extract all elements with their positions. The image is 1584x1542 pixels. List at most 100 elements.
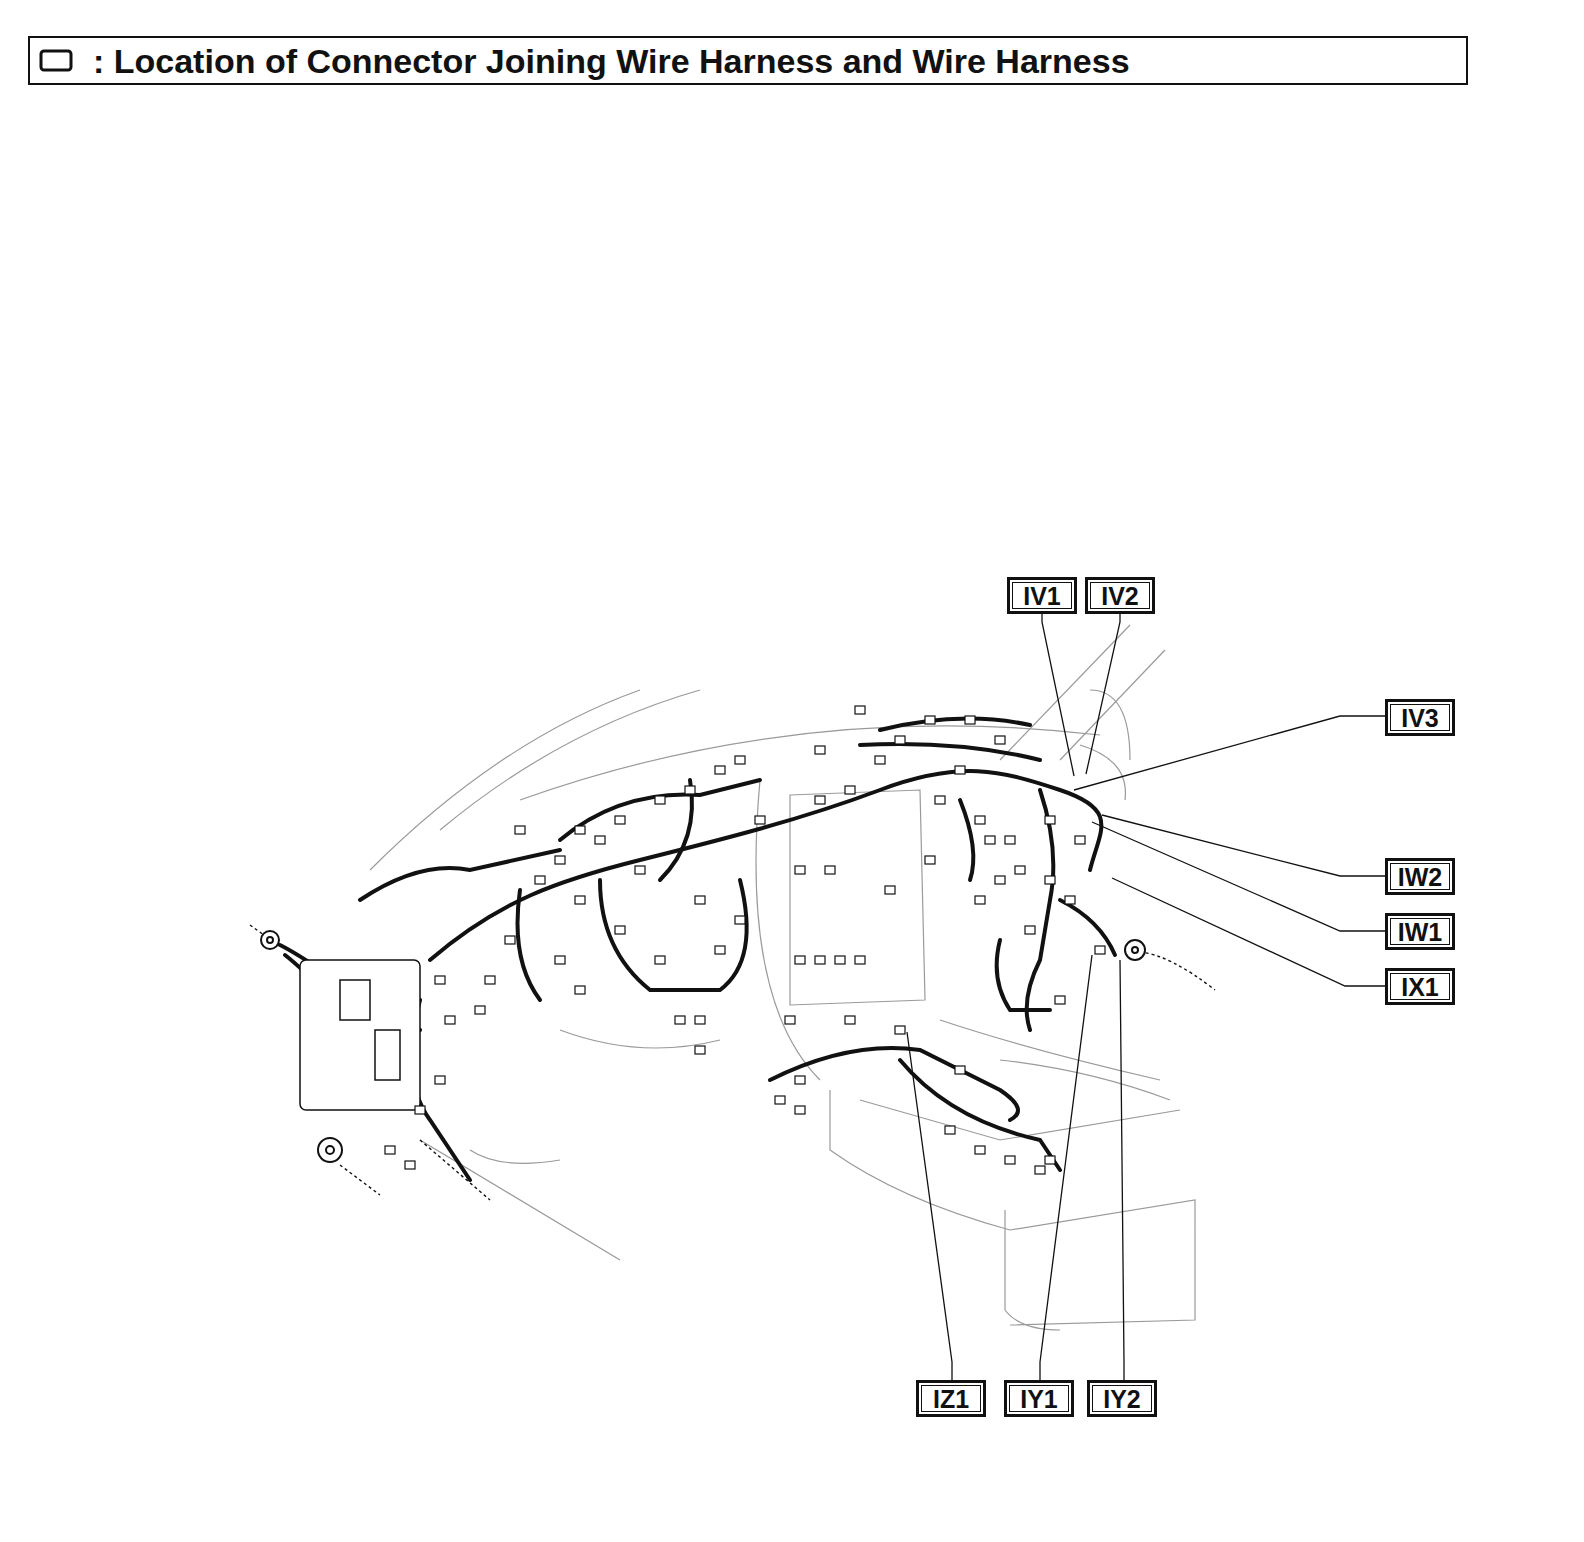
- callout-code: IX1: [1401, 973, 1439, 1001]
- fuse-block: [300, 960, 420, 1110]
- connector-symbol: [825, 866, 835, 874]
- connector-symbol: [855, 956, 865, 964]
- callout-code: IY2: [1103, 1385, 1141, 1413]
- connector-symbol: [615, 816, 625, 824]
- connector-symbol: [945, 1126, 955, 1134]
- callout-box: IW1: [1385, 913, 1455, 950]
- connector-symbol: [755, 816, 765, 824]
- connector-symbol: [885, 886, 895, 894]
- connector-symbol: [1025, 926, 1035, 934]
- callout-box: IV3: [1385, 699, 1455, 736]
- callout-box: IX1: [1385, 968, 1455, 1005]
- connector-symbol: [795, 956, 805, 964]
- connector-symbol: [845, 786, 855, 794]
- connector-symbol: [975, 896, 985, 904]
- callout-box: IV1: [1007, 577, 1077, 614]
- connector-symbol: [575, 896, 585, 904]
- connector-symbol: [1045, 876, 1055, 884]
- connector-symbol: [445, 1016, 455, 1024]
- connector-icon: [38, 46, 78, 76]
- connector-symbol: [735, 916, 745, 924]
- connector-symbol: [815, 746, 825, 754]
- connector-symbol: [1045, 1156, 1055, 1164]
- connector-symbol: [985, 836, 995, 844]
- callout-code: IV2: [1101, 582, 1139, 610]
- connector-symbol: [1055, 996, 1065, 1004]
- connector-symbol: [555, 956, 565, 964]
- connector-symbol: [1005, 836, 1015, 844]
- connector-symbol: [795, 1076, 805, 1084]
- callout-box: IY1: [1004, 1380, 1074, 1417]
- connector-symbol: [475, 1006, 485, 1014]
- callout-code: IY1: [1020, 1385, 1058, 1413]
- connector-symbol: [1045, 816, 1055, 824]
- connector-symbol: [775, 1096, 785, 1104]
- callout-box: IZ1: [916, 1380, 986, 1417]
- connector-symbol: [955, 766, 965, 774]
- connector-symbol: [505, 936, 515, 944]
- callout-code: IW1: [1398, 918, 1442, 946]
- wire-harness: [280, 719, 1115, 1180]
- connector-symbol: [575, 826, 585, 834]
- connector-symbol: [1095, 946, 1105, 954]
- callout-box: IY2: [1087, 1380, 1157, 1417]
- connector-symbol: [635, 866, 645, 874]
- connector-symbol: [955, 1066, 965, 1074]
- connector-symbol: [415, 1106, 425, 1114]
- connector-symbol: [695, 1046, 705, 1054]
- connector-symbol: [555, 856, 565, 864]
- connector-symbol: [995, 876, 1005, 884]
- connector-symbol: [595, 836, 605, 844]
- thin-wire: [250, 925, 1215, 1200]
- connector-symbol: [895, 1026, 905, 1034]
- connector-symbol: [435, 976, 445, 984]
- connector-symbol: [485, 976, 495, 984]
- connector-symbol: [615, 926, 625, 934]
- connector-symbol: [995, 736, 1005, 744]
- connector-symbols: [385, 706, 1105, 1174]
- connector-symbol: [535, 876, 545, 884]
- connector-symbol: [975, 1146, 985, 1154]
- connector-symbol: [965, 716, 975, 724]
- connector-symbol: [735, 756, 745, 764]
- connector-symbol: [695, 896, 705, 904]
- connector-symbol: [845, 1016, 855, 1024]
- connector-symbol: [435, 1076, 445, 1084]
- connector-symbol: [675, 1016, 685, 1024]
- connector-symbol: [655, 796, 665, 804]
- connector-symbol: [715, 766, 725, 774]
- connector-symbol: [685, 786, 695, 794]
- connector-symbol: [1075, 836, 1085, 844]
- connector-symbol: [795, 1106, 805, 1114]
- connector-symbol: [875, 756, 885, 764]
- callout-code: IW2: [1398, 863, 1442, 891]
- connector-symbol: [925, 716, 935, 724]
- connector-symbol: [785, 1016, 795, 1024]
- body-outline: [370, 625, 1195, 1330]
- callout-box: IW2: [1385, 858, 1455, 895]
- connector-symbol: [715, 946, 725, 954]
- ground-eyelet: [261, 931, 1145, 1162]
- connector-symbol: [695, 1016, 705, 1024]
- leader-lines: [907, 614, 1385, 1380]
- connector-symbol: [385, 1146, 395, 1154]
- connector-symbol: [815, 956, 825, 964]
- page-title: : Location of Connector Joining Wire Har…: [93, 40, 1130, 82]
- callout-code: IZ1: [933, 1385, 969, 1413]
- connector-symbol: [815, 796, 825, 804]
- callout-code: IV3: [1401, 704, 1439, 732]
- connector-symbol: [575, 986, 585, 994]
- connector-symbol: [1015, 866, 1025, 874]
- connector-symbol: [835, 956, 845, 964]
- connector-symbol: [405, 1161, 415, 1169]
- callout-code: IV1: [1023, 582, 1061, 610]
- connector-symbol: [1035, 1166, 1045, 1174]
- connector-symbol: [795, 866, 805, 874]
- connector-symbol: [925, 856, 935, 864]
- connector-symbol: [1065, 896, 1075, 904]
- callout-box: IV2: [1085, 577, 1155, 614]
- connector-symbol: [895, 736, 905, 744]
- connector-symbol: [855, 706, 865, 714]
- connector-symbol: [935, 796, 945, 804]
